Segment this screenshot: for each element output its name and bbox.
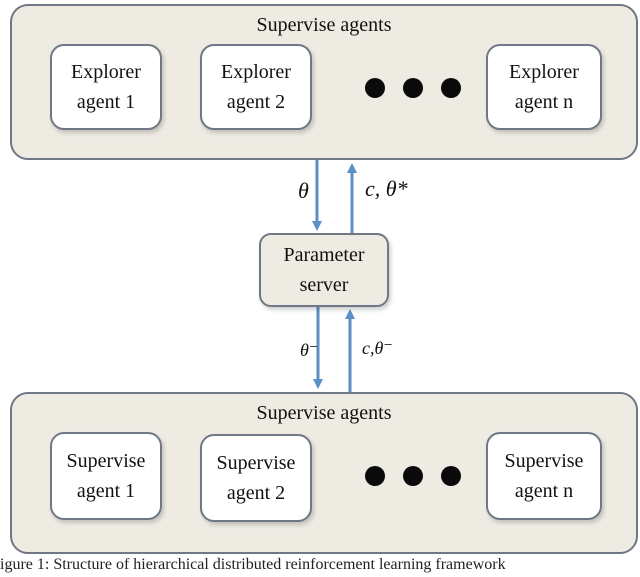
- agent-label-line1: Supervise: [504, 450, 584, 472]
- label-c-theta-minus: c,θ⁻: [362, 338, 393, 358]
- agent-label-line2: agent n: [514, 91, 574, 113]
- bottom-group-title: Supervise agents: [256, 402, 392, 424]
- ellipsis-dot: [365, 78, 385, 98]
- figure-caption: igure 1: Structure of hierarchical distr…: [0, 556, 506, 573]
- label-theta-minus: θ⁻: [300, 340, 319, 360]
- agent-label-line1: Explorer: [221, 61, 291, 83]
- explorer-agent-n-box: Explorer agent n: [486, 44, 602, 130]
- parameter-server-box: Parameter server: [259, 233, 389, 307]
- server-label-line1: Parameter: [283, 244, 365, 266]
- agent-label-line2: agent 2: [226, 91, 286, 113]
- ellipsis-dot: [365, 466, 385, 486]
- agent-label-line1: Supervise: [216, 452, 296, 474]
- ellipsis-dot: [441, 466, 461, 486]
- label-theta: θ: [298, 178, 309, 203]
- agent-label-line1: Supervise: [66, 450, 146, 472]
- explorer-agent-2-box: Explorer agent 2: [200, 44, 312, 130]
- supervise-agent-1-box: Supervise agent 1: [50, 432, 162, 520]
- top-group-title: Supervise agents: [256, 14, 392, 36]
- agent-label-line2: agent n: [514, 480, 574, 502]
- explorer-agent-1-box: Explorer agent 1: [50, 44, 162, 130]
- server-label-line2: server: [299, 274, 349, 296]
- supervise-agent-2-box: Supervise agent 2: [200, 434, 312, 522]
- agent-label-line2: agent 1: [76, 91, 136, 113]
- supervise-agent-n-box: Supervise agent n: [486, 432, 602, 520]
- agent-label-line1: Explorer: [71, 61, 141, 83]
- agent-label-line2: agent 2: [226, 482, 286, 504]
- label-c-theta-star: c, θ*: [365, 176, 408, 201]
- agent-label-line1: Explorer: [509, 61, 579, 83]
- ellipsis-dot: [403, 466, 423, 486]
- ellipsis-dot: [441, 78, 461, 98]
- agent-label-line2: agent 1: [76, 480, 136, 502]
- ellipsis-dot: [403, 78, 423, 98]
